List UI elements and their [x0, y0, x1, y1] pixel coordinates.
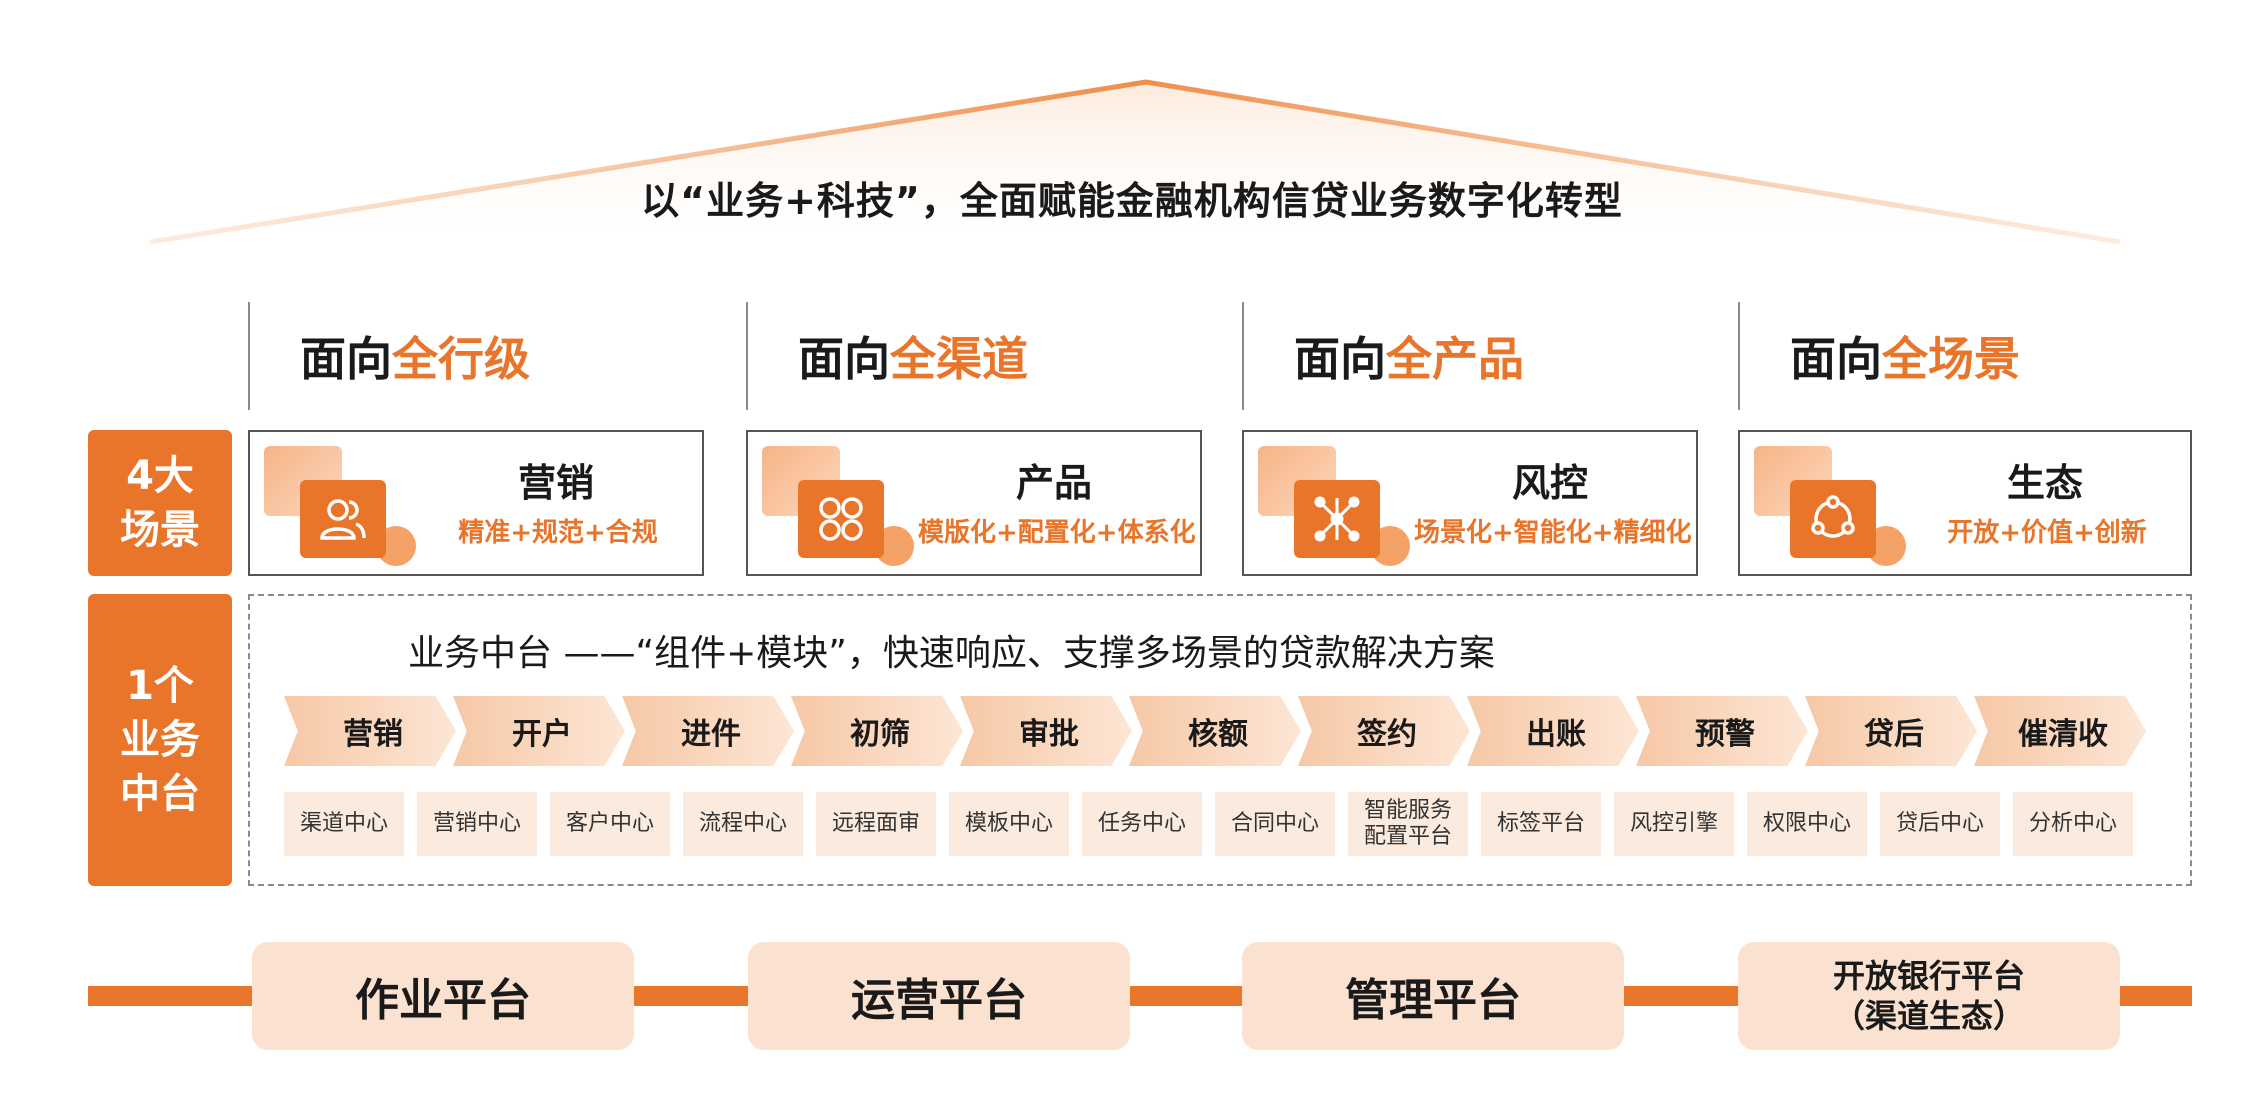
scenes-label-line1: 4大	[126, 453, 194, 499]
scene-card-ecosystem: 生态 开放+价值+创新	[1738, 430, 2192, 576]
platform-label: 开放银行平台	[1832, 957, 2025, 995]
column-highlight: 全渠道	[890, 332, 1028, 386]
module-item: 标签平台	[1481, 792, 1601, 856]
flow-step: 初筛	[791, 696, 963, 766]
column-heading-3: 面向全产品	[1242, 302, 1722, 410]
flow-step: 进件	[622, 696, 794, 766]
module-item: 渠道中心	[284, 792, 404, 856]
module-item: 分析中心	[2013, 792, 2133, 856]
platform-label: 运营平台	[851, 975, 1027, 1026]
flow-step: 签约	[1298, 696, 1470, 766]
column-heading-2: 面向全渠道	[746, 302, 1226, 410]
platform-label: 管理平台	[1345, 975, 1521, 1026]
middle-platform-label: 1个 业务 中台	[88, 594, 232, 886]
module-item: 客户中心	[550, 792, 670, 856]
scene-card-product: 产品 模版化+配置化+体系化	[746, 430, 1202, 576]
platform-open-banking: 开放银行平台 （渠道生态）	[1738, 942, 2120, 1050]
scene-card-risk-control: 风控 场景化+智能化+精细化	[1242, 430, 1698, 576]
module-item: 流程中心	[683, 792, 803, 856]
flow-step: 贷后	[1805, 696, 1977, 766]
network-icon	[1294, 480, 1380, 558]
platform-management: 管理平台	[1242, 942, 1624, 1050]
scene-card-title: 产品	[1015, 461, 1092, 505]
scene-card-subtitle: 模版化+配置化+体系化	[918, 518, 1196, 548]
scene-card-subtitle: 开放+价值+创新	[1947, 518, 2147, 548]
middle-platform-title: 业务中台 ——“组件+模块”，快速响应、支撑多场景的贷款解决方案	[408, 633, 1495, 674]
modules-icon	[798, 480, 884, 558]
module-item: 远程面审	[816, 792, 936, 856]
column-heading-1: 面向全行级	[248, 302, 728, 410]
column-highlight: 全产品	[1386, 332, 1524, 386]
platform-sublabel: （渠道生态）	[1832, 997, 2025, 1035]
column-heading-4: 面向全场景	[1738, 302, 2192, 410]
module-item: 智能服务 配置平台	[1348, 792, 1468, 856]
platform-label: 作业平台	[355, 975, 531, 1026]
module-item: 贷后中心	[1880, 792, 2000, 856]
platform-operations-work: 作业平台	[252, 942, 634, 1050]
roof-title: 以“业务+科技”，全面赋能金融机构信贷业务数字化转型	[641, 179, 1623, 223]
scene-card-title: 生态	[2006, 461, 2083, 505]
module-item: 合同中心	[1215, 792, 1335, 856]
users-icon	[300, 480, 386, 558]
flow-step: 审批	[960, 696, 1132, 766]
scene-card-subtitle: 场景化+智能化+精细化	[1414, 518, 1692, 548]
scene-card-title: 营销	[517, 461, 594, 505]
middle-label-line3: 中台	[120, 771, 200, 817]
column-highlight: 全行级	[392, 332, 530, 386]
scene-card-subtitle: 精准+规范+合规	[458, 518, 658, 548]
flow-step: 出账	[1467, 696, 1639, 766]
roof-graphic	[130, 79, 2150, 264]
ecosystem-cycle-icon	[1790, 480, 1876, 558]
middle-platform-box	[248, 594, 2192, 886]
scenes-label: 4大 场景	[88, 430, 232, 576]
module-item: 权限中心	[1747, 792, 1867, 856]
scenes-label-line2: 场景	[120, 507, 200, 553]
column-prefix: 面向	[300, 332, 392, 386]
module-item: 任务中心	[1082, 792, 1202, 856]
module-item: 风控引擎	[1614, 792, 1734, 856]
module-item: 模板中心	[949, 792, 1069, 856]
flow-step: 核额	[1129, 696, 1301, 766]
scene-card-marketing: 营销 精准+规范+合规	[248, 430, 704, 576]
column-prefix: 面向	[1790, 332, 1882, 386]
scene-card-title: 风控	[1511, 461, 1588, 505]
flow-step: 预警	[1636, 696, 1808, 766]
column-highlight: 全场景	[1882, 332, 2020, 386]
column-prefix: 面向	[798, 332, 890, 386]
flow-step: 营销	[284, 696, 456, 766]
module-item: 营销中心	[417, 792, 537, 856]
flow-step: 催清收	[1974, 696, 2146, 766]
middle-label-line1: 1个	[126, 663, 194, 709]
platform-operations: 运营平台	[748, 942, 1130, 1050]
column-prefix: 面向	[1294, 332, 1386, 386]
flow-step: 开户	[453, 696, 625, 766]
middle-label-line2: 业务	[120, 717, 200, 763]
